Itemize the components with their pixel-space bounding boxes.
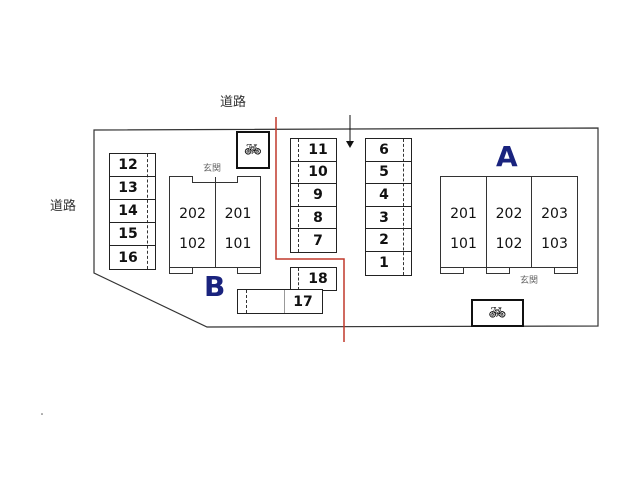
parking-slot: 3 — [366, 207, 411, 230]
parking-column-right: 6 5 4 3 2 1 — [365, 138, 412, 276]
route-line — [275, 117, 345, 342]
parking-slot: 4 — [366, 184, 411, 207]
parking-slot: 7 — [313, 232, 323, 249]
parking-slot: 17 — [293, 293, 313, 310]
dot — [41, 413, 43, 415]
entrance-step — [440, 267, 464, 274]
parking-slot: 2 — [366, 229, 411, 252]
parking-column-left: 12 13 14 15 16 — [109, 153, 156, 270]
parking-slot: 9 — [291, 184, 336, 207]
parking-slot-17: 17 — [237, 289, 323, 314]
building-a-letter: A — [496, 140, 518, 173]
parking-slot: 10 — [291, 162, 336, 185]
entrance-label-b: 玄関 — [203, 164, 222, 174]
bicycle-icon: 🚲︎ — [236, 131, 270, 169]
parking-slot: 16 — [118, 249, 138, 266]
parking-slot: 5 — [366, 162, 411, 185]
entrance-step — [554, 267, 578, 274]
road-label-left: 道路 — [50, 199, 77, 214]
parking-slot: 18 — [308, 271, 328, 287]
parking-slot: 13 — [110, 177, 155, 200]
building-b-letter: B — [204, 270, 226, 303]
parking-slot: 12 — [110, 154, 155, 177]
parking-column-middle: 11 10 9 8 7 — [290, 138, 337, 253]
parking-slot: 15 — [110, 223, 155, 246]
parking-slot: 14 — [110, 200, 155, 223]
parking-slot: 6 — [366, 139, 411, 162]
parking-slot: 1 — [379, 255, 389, 272]
road-label-top: 道路 — [220, 95, 247, 110]
parking-slot-18: 18 — [290, 267, 337, 291]
lot-boundary — [93, 127, 599, 328]
entrance-step — [486, 267, 510, 274]
parking-slot: 11 — [291, 139, 336, 162]
arrow-down-icon — [346, 115, 354, 148]
parking-slot: 8 — [291, 207, 336, 230]
bicycle-icon: 🚲︎ — [471, 299, 524, 327]
entrance-step — [169, 267, 193, 274]
entrance-label-a: 玄関 — [520, 276, 539, 286]
entrance-step — [237, 267, 261, 274]
